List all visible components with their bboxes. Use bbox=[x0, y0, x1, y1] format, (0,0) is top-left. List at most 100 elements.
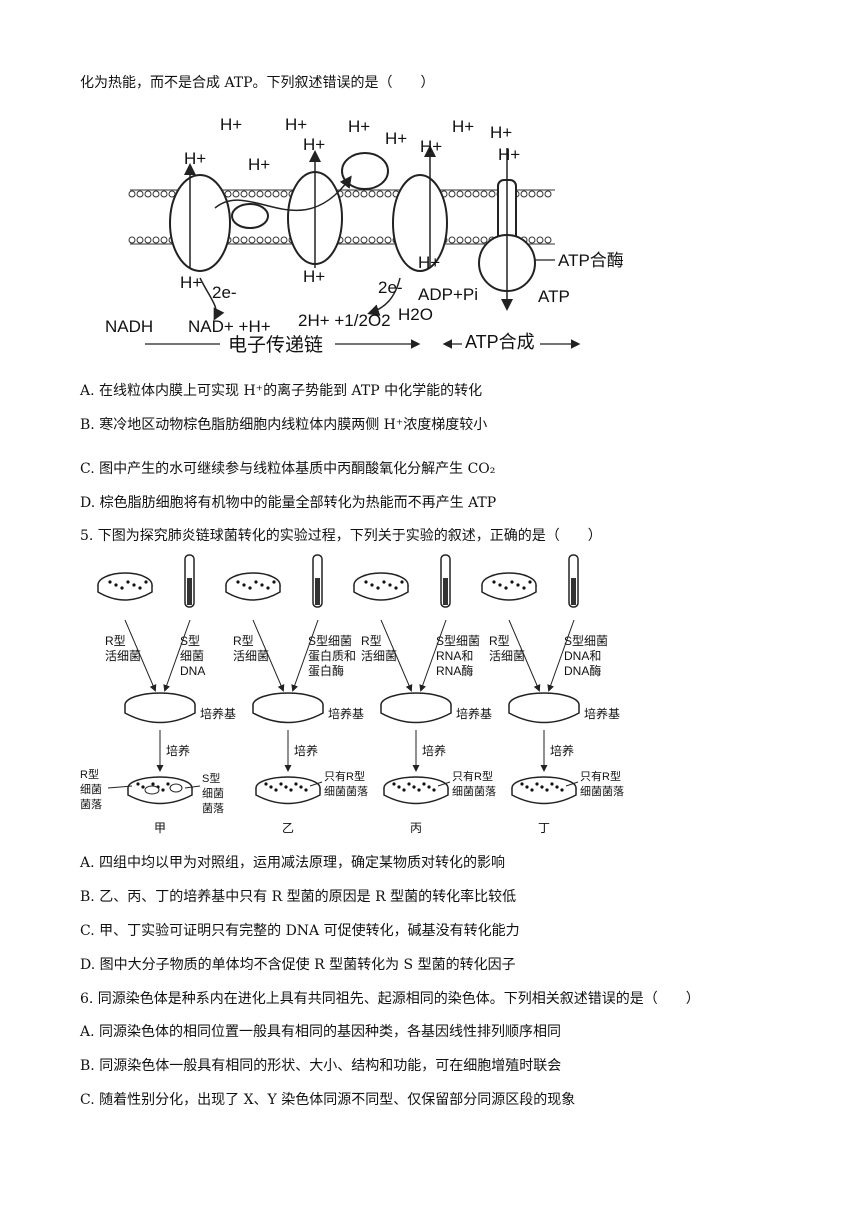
complex-one bbox=[169, 174, 231, 272]
h-plus-label: H+ bbox=[452, 117, 474, 136]
s-colony-label: S型 bbox=[202, 771, 220, 785]
tube-liquid bbox=[443, 578, 448, 605]
r-strain-label: 活细菌 bbox=[489, 649, 525, 663]
r-colony-label: 细菌 bbox=[80, 783, 102, 796]
lipid-head bbox=[488, 190, 496, 198]
group-name-label: 乙 bbox=[282, 821, 294, 835]
lipid-head bbox=[464, 190, 472, 198]
lipid-head bbox=[384, 190, 392, 198]
colony-dot bbox=[269, 785, 273, 789]
q6-option-c[interactable]: C. 随着性别分化，出现了 X、Y 染色体同源不同型、仅保留部分同源区段的现象 bbox=[80, 1092, 576, 1108]
culture-label: 培养 bbox=[166, 743, 190, 758]
source-plate-rim bbox=[481, 585, 537, 601]
colony-dot bbox=[364, 580, 368, 584]
result-plate-rim bbox=[383, 788, 449, 805]
lipid-head bbox=[232, 236, 240, 244]
lipid-head bbox=[352, 190, 360, 198]
r-colony-label: R型 bbox=[80, 767, 99, 781]
s-colony-label: 菌落 bbox=[202, 802, 224, 815]
lipid-head bbox=[248, 236, 256, 244]
lipid-head bbox=[456, 190, 464, 198]
colony-dot bbox=[516, 583, 520, 587]
nad-label: NAD+ +H+ bbox=[188, 317, 271, 336]
ubiquinone bbox=[231, 203, 269, 229]
complex-four bbox=[392, 174, 448, 272]
lipid-head bbox=[248, 190, 256, 198]
lipid-head bbox=[368, 190, 376, 198]
h-plus-label: H+ bbox=[220, 115, 242, 134]
q4-option-c[interactable]: C. 图中产生的水可继续参与线粒体基质中丙酮酸氧化分解产生 CO₂ bbox=[80, 461, 496, 477]
pointer-line bbox=[184, 785, 201, 789]
h-plus-label: H+ bbox=[348, 117, 370, 136]
q4-option-a[interactable]: A. 在线粒体内膜上可实现 H⁺的离子势能到 ATP 中化学能的转化 bbox=[80, 383, 483, 399]
only-r-colony-label: 细菌菌落 bbox=[452, 785, 496, 798]
tube-liquid bbox=[187, 578, 192, 605]
lipid-head bbox=[472, 190, 480, 198]
q6-option-b[interactable]: B. 同源染色体一般具有相同的形状、大小、结构和功能，可在细胞增殖时联会 bbox=[80, 1058, 562, 1074]
lipid-head bbox=[360, 190, 368, 198]
colony-dot bbox=[555, 785, 559, 789]
colony-dot bbox=[266, 586, 270, 590]
pointer-line bbox=[309, 781, 323, 787]
lipid-head bbox=[240, 236, 248, 244]
h-plus-label: H+ bbox=[498, 145, 520, 164]
group-name-label: 丁 bbox=[538, 821, 550, 835]
colony-dot bbox=[525, 785, 529, 789]
lipid-head bbox=[232, 190, 240, 198]
lipid-head bbox=[152, 236, 160, 244]
only-r-colony-label: 只有R型 bbox=[324, 769, 365, 783]
colony-dot bbox=[144, 580, 148, 584]
colony-dot bbox=[560, 788, 564, 792]
colony-dot bbox=[370, 583, 374, 587]
lipid-head bbox=[528, 190, 536, 198]
colony-dot bbox=[138, 586, 142, 590]
s-colony bbox=[144, 785, 160, 795]
r-strain-label: R型 bbox=[361, 634, 382, 648]
q5-option-b[interactable]: B. 乙、丙、丁的培养基中只有 R 型菌的原因是 R 型菌的转化率比较低 bbox=[80, 889, 517, 905]
medium-plate-rim bbox=[380, 705, 452, 724]
q4-option-b[interactable]: B. 寒冷地区动物棕色脂肪细胞内线粒体内膜两侧 H⁺浓度梯度较小 bbox=[80, 417, 488, 433]
colony-dot bbox=[504, 586, 508, 590]
colony-dot bbox=[417, 788, 421, 792]
s-strain-extract-label: 蛋白质和 bbox=[308, 648, 356, 663]
h-plus-label: H+ bbox=[385, 129, 407, 148]
lipid-head bbox=[360, 236, 368, 244]
r-strain-label: R型 bbox=[105, 634, 126, 648]
mitochondria-membrane-figure: H+ H+ H+ H+ H+ H+ H+ H+ H+ H+ H+ H+ H+ H… bbox=[105, 115, 624, 356]
lipid-head bbox=[384, 236, 392, 244]
colony-dot bbox=[294, 782, 298, 786]
q4-option-d[interactable]: D. 棕色脂肪细胞将有机物中的能量全部转化为热能而不再产生 ATP bbox=[80, 495, 497, 511]
colony-dot bbox=[114, 583, 118, 587]
colony-dot bbox=[522, 586, 526, 590]
only-r-colony-label: 只有R型 bbox=[452, 769, 493, 783]
h-plus-label: H+ bbox=[418, 253, 440, 272]
lipid-head bbox=[344, 236, 352, 244]
lipid-head bbox=[536, 190, 544, 198]
s-strain-extract-label: RNA和 bbox=[436, 649, 473, 663]
colony-dot bbox=[248, 586, 252, 590]
q6-option-a[interactable]: A. 同源染色体的相同位置一般具有相同的基因种类，各基因线性排列顺序相同 bbox=[80, 1024, 562, 1040]
colony-dot bbox=[272, 580, 276, 584]
only-r-colony-label: 细菌菌落 bbox=[324, 785, 368, 798]
lipid-head bbox=[536, 236, 544, 244]
colony-dot bbox=[108, 580, 112, 584]
colony-dot bbox=[550, 782, 554, 786]
arrow bbox=[380, 619, 413, 692]
adp-pi-label: ADP+Pi bbox=[418, 285, 478, 304]
r-strain-label: R型 bbox=[233, 634, 254, 648]
colony-dot bbox=[528, 580, 532, 584]
colony-dot bbox=[279, 782, 283, 786]
colony-dot bbox=[299, 785, 303, 789]
q5-option-c[interactable]: C. 甲、丁实验可证明只有完整的 DNA 可促使转化，碱基没有转化能力 bbox=[80, 923, 520, 939]
lipid-head bbox=[264, 236, 272, 244]
culture-label: 培养 bbox=[294, 743, 318, 758]
lipid-head bbox=[280, 236, 288, 244]
medium-plate-rim bbox=[252, 705, 324, 724]
colony-dot bbox=[236, 580, 240, 584]
pointer-line bbox=[107, 785, 133, 789]
lipid-head bbox=[480, 190, 488, 198]
q5-option-a[interactable]: A. 四组中均以甲为对照组，运用减法原理，确定某物质对转化的影响 bbox=[80, 855, 506, 871]
q5-option-d[interactable]: D. 图中大分子物质的单体均不含促使 R 型菌转化为 S 型菌的转化因子 bbox=[80, 957, 516, 973]
colony-dot bbox=[284, 785, 288, 789]
colony-dot bbox=[141, 785, 145, 789]
